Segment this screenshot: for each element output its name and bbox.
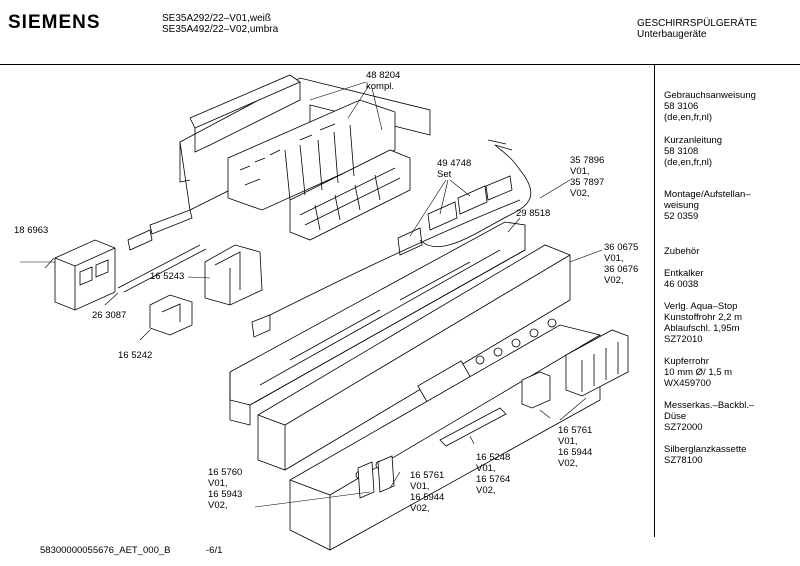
part-label-357896: 35 7896 V01, 35 7897 V02,	[570, 155, 605, 199]
model-line-1: SE35A292/22–V01,weiß	[162, 13, 271, 24]
sidebar-entry-cutlery-nozzle: Messerkas.–Backbl.– Düse SZ72000	[664, 400, 755, 433]
part-label-186963: 18 6963	[14, 225, 49, 236]
header-divider	[0, 64, 800, 65]
sidebar-entry-silver-cassette: Silberglanzkassette SZ78100	[664, 444, 747, 466]
brand-logo: SIEMENS	[8, 12, 101, 33]
part-label-165248: 16 5248 V01, 16 5764 V02,	[476, 452, 511, 496]
part-label-263087: 26 3087	[92, 310, 127, 321]
part-label-165760: 16 5760 V01, 16 5943 V02,	[208, 467, 243, 511]
category-line-1: GESCHIRRSPÜLGERÄTE	[637, 18, 758, 29]
part-label-298518: 29 8518	[516, 208, 551, 219]
sidebar-entry-copperpipe: Kupferrohr 10 mm Ø/ 1,5 m WX459700	[664, 356, 733, 389]
model-line-2: SE35A492/22–V02,umbra	[162, 24, 279, 35]
model-numbers: SE35A292/22–V01,weiß SE35A492/22–V02,umb…	[162, 13, 278, 35]
document-code: 58300000055676_AET_000_B	[40, 545, 171, 556]
sidebar-entry-descaler: Entkalker 46 0038	[664, 268, 704, 290]
product-category: GESCHIRRSPÜLGERÄTE Unterbaugeräte	[637, 18, 757, 40]
sidebar-entry-manual: Gebrauchsanweisung 58 3106 (de,en,fr,nl)	[664, 90, 756, 123]
part-label-165242: 16 5242	[118, 350, 153, 361]
part-label-165243: 16 5243	[150, 271, 185, 282]
page-number: -6/1	[206, 545, 223, 556]
part-label-488204: 48 8204 kompl.	[366, 70, 401, 92]
part-label-360675: 36 0675 V01, 36 0676 V02,	[604, 242, 639, 286]
sidebar-entry-quickguide: Kurzanleitung 58 3108 (de,en,fr,nl)	[664, 135, 723, 168]
part-label-165761-front: 16 5761 V01, 16 5944 V02,	[410, 470, 445, 514]
sidebar-entry-accessories: Zubehör	[664, 246, 700, 257]
sidebar-entry-aquastop: Verlg. Aqua–Stop Kunstoffrohr 2,2 m Abla…	[664, 301, 742, 345]
part-label-165761-right: 16 5761 V01, 16 5944 V02,	[558, 425, 593, 469]
sidebar-entry-installation: Montage/Aufstellan– weisung 52 0359	[664, 189, 751, 222]
part-label-494748: 49 4748 Set	[437, 158, 472, 180]
sidebar-divider	[654, 64, 655, 537]
category-line-2: Unterbaugeräte	[637, 29, 707, 40]
